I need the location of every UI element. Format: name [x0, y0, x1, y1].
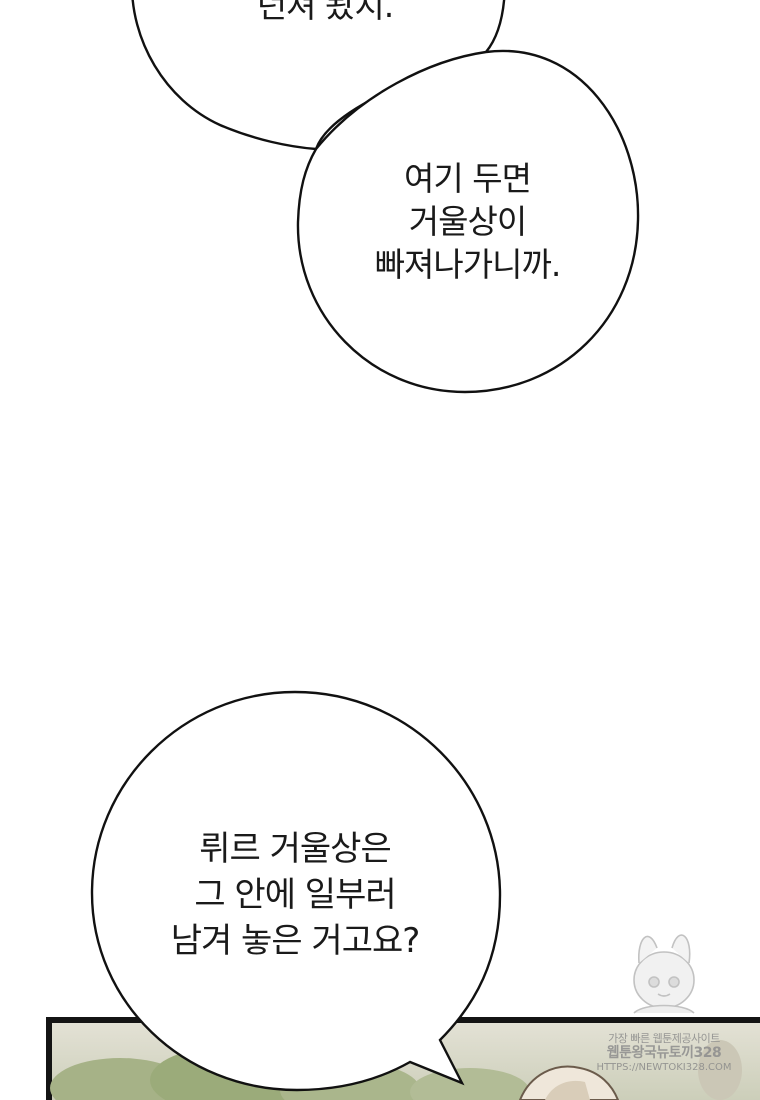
dialogue-line: 여기 두면 [404, 159, 532, 198]
bubble-top-text: 던져 놨지. [160, 0, 490, 27]
character-hair-shape [545, 1080, 590, 1100]
mascot-icon [633, 934, 695, 1014]
watermark-link[interactable]: HTTPS://NEWTOKI328.COM [596, 1062, 732, 1073]
foliage-shape [410, 1068, 530, 1100]
site-watermark: 가장 빠른 웹툰제공사이트 웹툰왕국뉴토끼328 HTTPS://NEWTOKI… [596, 918, 732, 1082]
dialogue-line: 던져 놨지. [256, 0, 394, 25]
bubble-bottom-text: 뤼르 거울상은 그 안에 일부러 남겨 놓은 거고요? [120, 826, 470, 964]
watermark-line: 웹툰왕국뉴토끼328 [606, 1045, 722, 1061]
speech-bubble-bottom [90, 690, 502, 1092]
speech-bubble-middle [296, 49, 640, 394]
dialogue-line: 거울상이 [408, 202, 527, 241]
background-figure [698, 1040, 742, 1100]
dialogue-line: 뤼르 거울상은 [199, 829, 392, 869]
dialogue-line: 빠져나가니까. [374, 245, 562, 284]
dialogue-line: 남겨 놓은 거고요? [170, 921, 421, 961]
dialogue-line: 그 안에 일부러 [194, 875, 396, 915]
watermark-line: 가장 빠른 웹툰제공사이트 [608, 1032, 720, 1045]
bubble-middle-text: 여기 두면 거울상이 빠져나가니까. [330, 157, 605, 286]
